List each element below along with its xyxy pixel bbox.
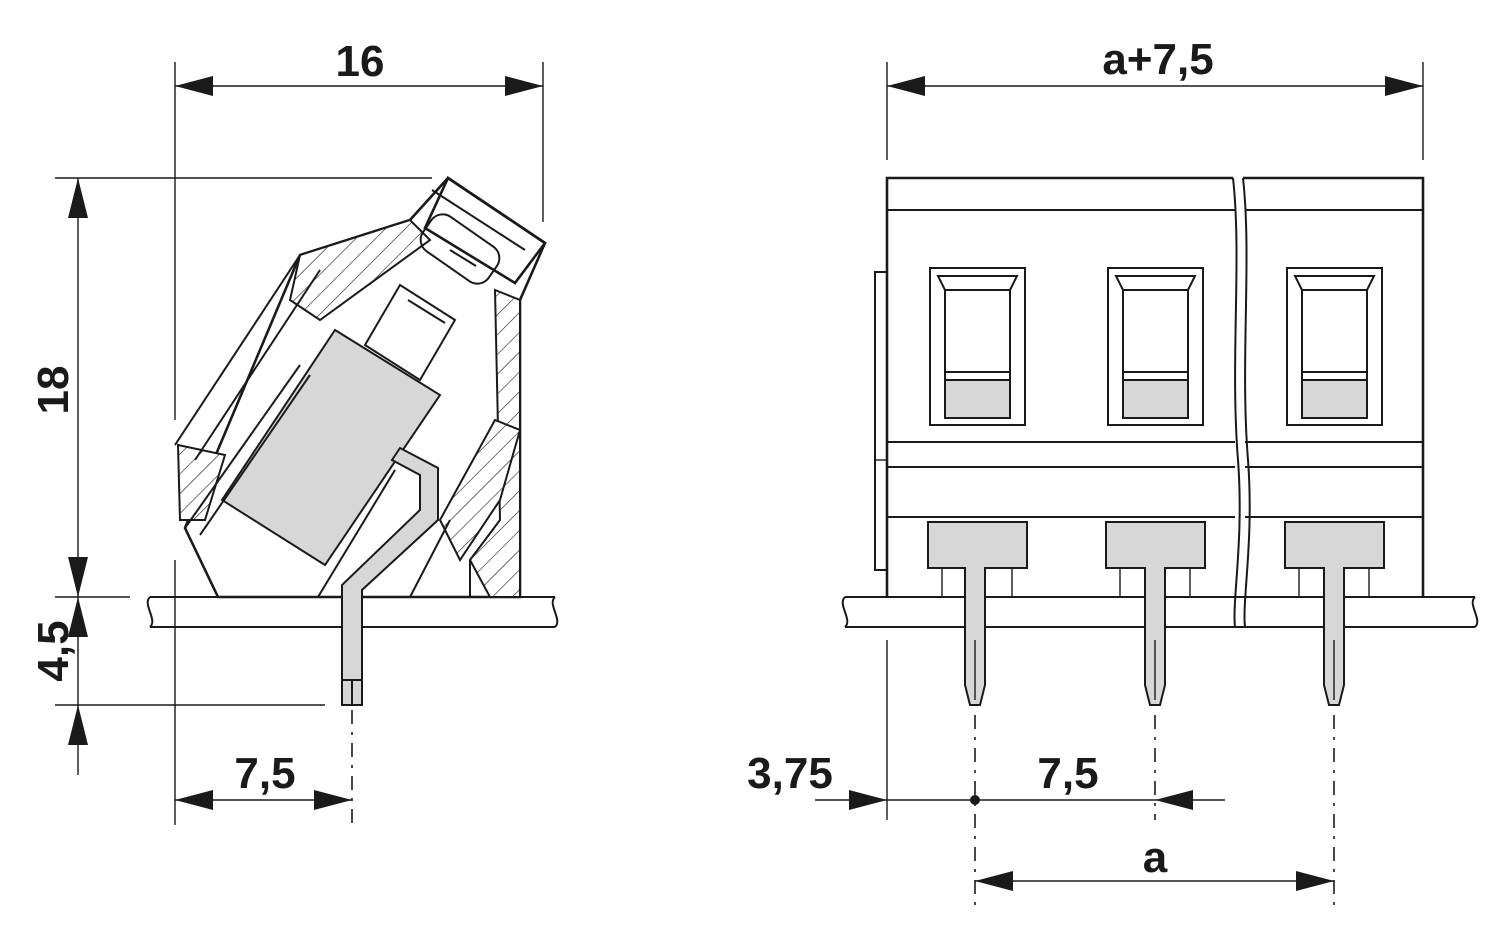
wire-opening-3 (1286, 267, 1383, 426)
dim-a-plus-7-5-label: a+7,5 (1102, 35, 1213, 84)
dim-a-plus-7-5: a+7,5 (886, 35, 1424, 160)
dim-16-label: 16 (336, 37, 385, 86)
side-view: 16 18 4,5 7,5 (29, 37, 559, 825)
solder-pin-3 (1284, 521, 1385, 706)
wire-openings (929, 267, 1383, 426)
wire-opening-2 (1107, 267, 1204, 426)
solder-pin-2 (1105, 521, 1206, 706)
dim-3-75: 3,75 7,5 (747, 640, 1225, 820)
dim-3-75-label: 3,75 (747, 749, 833, 798)
dim-side-7-5-label: 7,5 (234, 749, 295, 798)
front-housing (874, 176, 1425, 628)
dim-18-label: 18 (29, 366, 78, 415)
dim-side-7-5: 7,5 (174, 560, 353, 825)
dim-front-7-5-label: 7,5 (1037, 749, 1098, 798)
wire-opening-1 (929, 267, 1026, 426)
side-terminal-body (174, 176, 547, 706)
datum-dot (970, 795, 980, 805)
dim-a: a (975, 833, 1334, 891)
front-view: a+7,5 3,75 7,5 a (747, 35, 1479, 905)
dim-4-5-label: 4,5 (29, 620, 78, 681)
dim-16: 16 (174, 37, 544, 420)
dim-18: 18 (29, 177, 432, 598)
dim-4-5: 4,5 (29, 597, 325, 775)
solder-pins (927, 521, 1385, 706)
dim-a-label: a (1143, 833, 1168, 882)
solder-pin-1 (927, 521, 1028, 706)
